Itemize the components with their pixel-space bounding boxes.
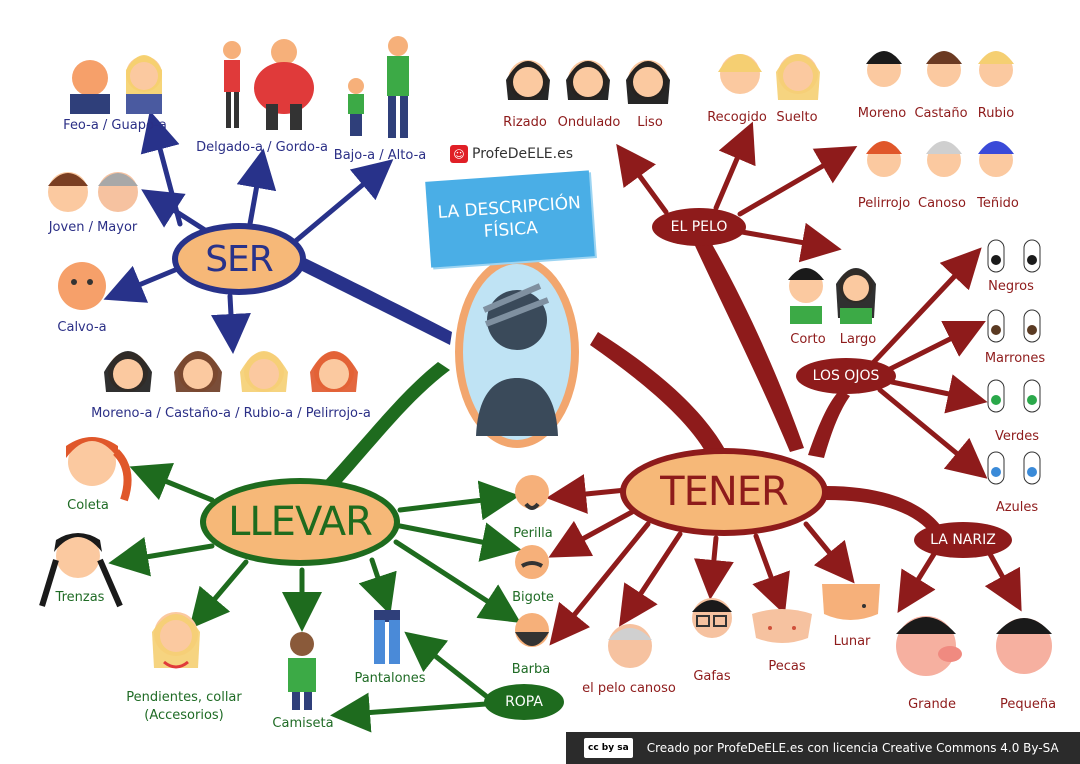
tener-node: TENER: [620, 448, 828, 536]
pelo-largo-label: Largo: [839, 332, 877, 347]
tener-face-label: el pelo canoso: [582, 681, 676, 696]
pelo-forma-label: Liso: [637, 115, 663, 130]
tener-face-label: Pecas: [768, 659, 806, 674]
ropa-node: ROPA: [484, 684, 564, 720]
ser-item-label: Moreno-a / Castaño-a / Rubio-a / Pelirro…: [91, 406, 371, 421]
ser-node: SER: [172, 223, 306, 295]
llevar-item-label: Pantalones: [354, 671, 426, 686]
pendientes-collar-icon: [152, 612, 200, 669]
ojos-item-label: Verdes: [994, 429, 1040, 444]
coleta-icon: [66, 437, 132, 502]
tener-face-label: Lunar: [833, 634, 871, 649]
creative-commons-icon: cc by sa: [584, 738, 633, 758]
pelo-forma-label: Ondulado: [557, 115, 621, 130]
hair-colors-icon: [104, 351, 358, 392]
delgado-gordo-icon: [223, 39, 314, 130]
pelo-largo-label: Corto: [790, 332, 826, 347]
llevar-item-label: (Accesorios): [144, 708, 224, 723]
ser-item-label: Feo-a / Guapo-a: [63, 118, 167, 133]
nariz-item-label: Pequeña: [999, 697, 1057, 712]
ser-item-label: Delgado-a / Gordo-a: [196, 140, 328, 155]
llevar-item-label: Pendientes, collar: [126, 690, 242, 705]
llevar-item-label: Camiseta: [272, 716, 334, 731]
pelo-peinado-label: Recogido: [707, 110, 767, 125]
eyes-colors-icon: [987, 239, 1041, 485]
license-footer: cc by sa Creado por ProfeDeELE.es con li…: [566, 732, 1080, 764]
feo-guapo-icon: [70, 55, 162, 114]
pantalones-icon: [374, 610, 400, 664]
tener-face-label: Gafas: [693, 669, 731, 684]
pelo-color-label: Castaño: [914, 106, 968, 121]
nariz-item-label: Grande: [908, 697, 956, 712]
ojos-item-label: Azules: [995, 500, 1039, 515]
mirror-silhouette-icon: [455, 256, 579, 448]
calvo-icon: [58, 262, 106, 310]
ser-item-label: Joven / Mayor: [48, 220, 138, 235]
trenzas-icon: [39, 533, 123, 608]
corto-largo-icon: [788, 268, 876, 324]
pelo-color-label: Rubio: [977, 106, 1015, 121]
perilla-bigote-barba-icon: [515, 475, 549, 647]
pelo-color-label: Teñido: [977, 196, 1019, 211]
hair-color-men-icon: [866, 51, 1014, 177]
ojos-item-label: Negros: [988, 279, 1034, 294]
tener-face-label: Perilla: [513, 526, 553, 541]
page-title: LA DESCRIPCIÓN FÍSICA: [425, 170, 595, 268]
brand-logo-icon: ☺: [450, 145, 468, 163]
tener-face-label: Bigote: [512, 590, 554, 605]
nariz-grande-pequena-icon: [896, 616, 1052, 676]
llevar-node: LLEVAR: [200, 478, 400, 566]
pelo-color-label: Pelirrojo: [857, 196, 911, 211]
ojos-item-label: Marrones: [984, 351, 1046, 366]
brand: ☺ProfeDeELE.es: [450, 145, 573, 163]
pelo-forma-label: Rizado: [503, 115, 547, 130]
recogido-suelto-icon: [718, 54, 820, 100]
ser-item-label: Bajo-a / Alto-a: [333, 148, 427, 163]
joven-mayor-icon: [48, 172, 138, 212]
pelo-color-label: Canoso: [918, 196, 966, 211]
los-ojos-node: LOS OJOS: [796, 358, 896, 394]
el-pelo-node: EL PELO: [652, 208, 746, 246]
ser-item-label: Calvo-a: [57, 320, 107, 335]
pelo-peinado-label: Suelto: [776, 110, 818, 125]
tener-face-label: Barba: [511, 662, 551, 677]
llevar-item-label: Coleta: [67, 498, 109, 513]
canoso-gafas-pecas-lunar-icon: [608, 584, 880, 668]
bajo-alto-icon: [348, 36, 409, 138]
pelo-color-label: Moreno: [857, 106, 907, 121]
llevar-item-label: Trenzas: [55, 590, 105, 605]
rizado-ondulado-liso-icon: [506, 60, 670, 104]
camiseta-icon: [288, 632, 316, 710]
la-nariz-node: LA NARIZ: [914, 522, 1012, 558]
